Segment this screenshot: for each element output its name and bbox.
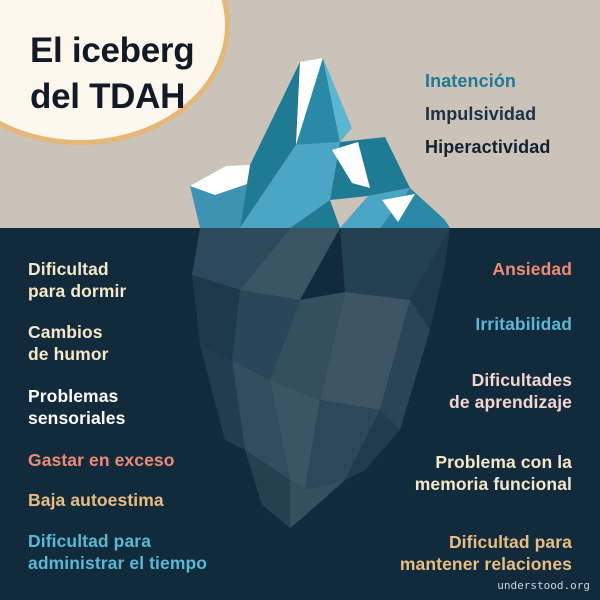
hidden-symptom-time-management: Dificultad para administrar el tiempo xyxy=(28,531,208,573)
hidden-symptom-self-esteem: Baja autoestima xyxy=(28,490,164,510)
source-credit: understood.org xyxy=(497,579,590,592)
hidden-symptom-learning: Dificultades de aprendizaje xyxy=(449,370,572,412)
visible-symptom-inattention: Inatención xyxy=(425,71,517,91)
hidden-symptom-irritability: Irritabilidad xyxy=(475,314,572,334)
hidden-symptom-sensory: Problemas sensoriales xyxy=(28,386,126,428)
hidden-symptom-relationships: Dificultad para mantener relaciones xyxy=(399,532,572,574)
hidden-symptom-overspending: Gastar en exceso xyxy=(28,450,175,470)
visible-symptom-hyperactivity: Hiperactividad xyxy=(425,137,551,157)
hidden-symptom-working-memory: Problema con la memoria funcional xyxy=(414,452,572,494)
hidden-symptom-sleep: Dificultad para dormir xyxy=(28,259,127,301)
page-title: El iceberg del TDAH xyxy=(30,31,195,116)
visible-symptom-impulsivity: Impulsividad xyxy=(425,104,537,124)
hidden-symptom-anxiety: Ansiedad xyxy=(492,259,572,279)
hidden-symptom-mood: Cambios de humor xyxy=(28,322,109,364)
